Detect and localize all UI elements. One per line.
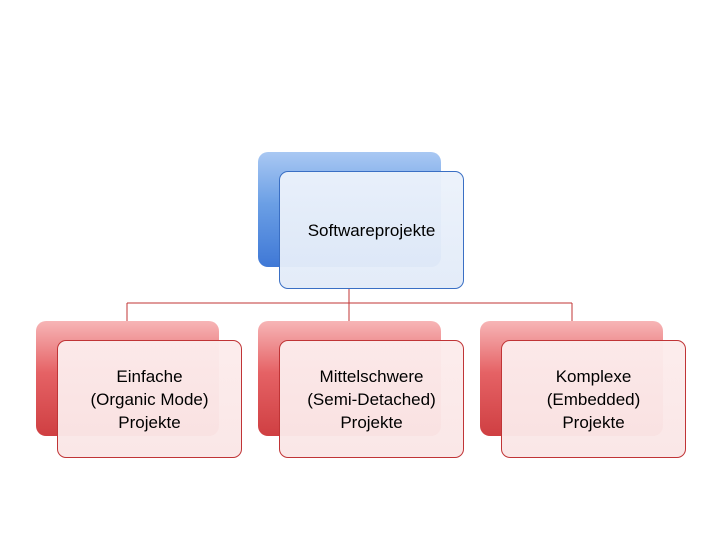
node-semi-label: Mittelschwere (Semi-Detached) Projekte [279, 340, 464, 458]
node-root-label: Softwareprojekte [279, 171, 464, 289]
node-embedded-label: Komplexe (Embedded) Projekte [501, 340, 686, 458]
node-semi-detached: Mittelschwere (Semi-Detached) Projekte [258, 321, 464, 458]
node-organic-label: Einfache (Organic Mode) Projekte [57, 340, 242, 458]
node-organic-mode: Einfache (Organic Mode) Projekte [36, 321, 242, 458]
node-embedded: Komplexe (Embedded) Projekte [480, 321, 686, 458]
node-softwareprojekte: Softwareprojekte [258, 152, 464, 289]
